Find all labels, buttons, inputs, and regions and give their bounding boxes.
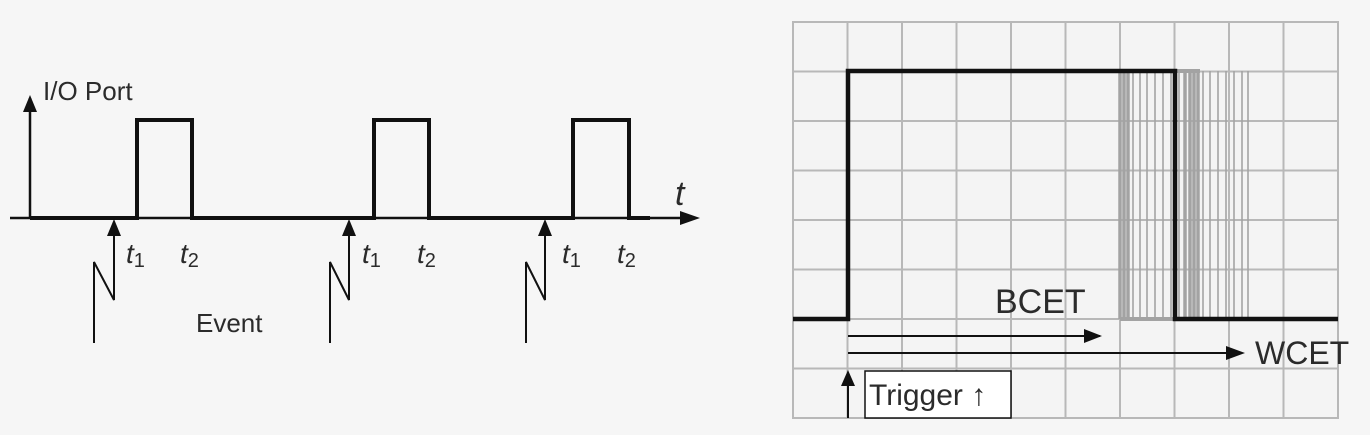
event-trigger-2 <box>329 219 356 343</box>
trigger-label: Trigger ↑ <box>869 379 986 412</box>
trigger-box <box>864 370 1012 419</box>
pulse-3-labels: t1 t2 <box>562 238 636 272</box>
io-port-signal <box>30 118 650 220</box>
wcet-arrow-icon <box>1226 346 1245 360</box>
pulse-1-labels: t1 t2 <box>126 238 199 272</box>
io-port-timing-diagram: I/O Port t Event t1 t2 t1 t2 <box>10 76 700 343</box>
trigger-arrow-icon <box>841 370 855 386</box>
bcet-arrow-icon <box>1084 329 1102 343</box>
t2-label: t2 <box>617 238 636 272</box>
x-axis-label: t <box>675 175 686 213</box>
bcet-label: BCET <box>995 283 1086 321</box>
oscilloscope-diagram: BCET WCET Trigger ↑ <box>792 21 1349 419</box>
event-trigger-3 <box>525 219 552 343</box>
event-trigger-1 <box>93 219 121 343</box>
y-axis-arrow-icon <box>23 95 37 112</box>
event-arrow-icon <box>342 219 356 236</box>
scope-pulse-signal <box>793 68 1338 322</box>
event-label: Event <box>196 308 263 338</box>
t2-label: t2 <box>417 238 436 272</box>
wcet-label: WCET <box>1255 335 1349 371</box>
event-arrow-icon <box>538 219 552 236</box>
falling-edge-jitter <box>1118 71 1249 319</box>
t1-label: t1 <box>126 238 145 272</box>
y-axis-label: I/O Port <box>43 76 133 106</box>
t1-label: t1 <box>562 238 581 272</box>
t1-label: t1 <box>362 238 381 272</box>
event-arrow-icon <box>107 219 121 236</box>
t2-label: t2 <box>180 238 199 272</box>
x-axis-arrow-icon <box>680 211 700 225</box>
pulse-2-labels: t1 t2 <box>362 238 436 272</box>
